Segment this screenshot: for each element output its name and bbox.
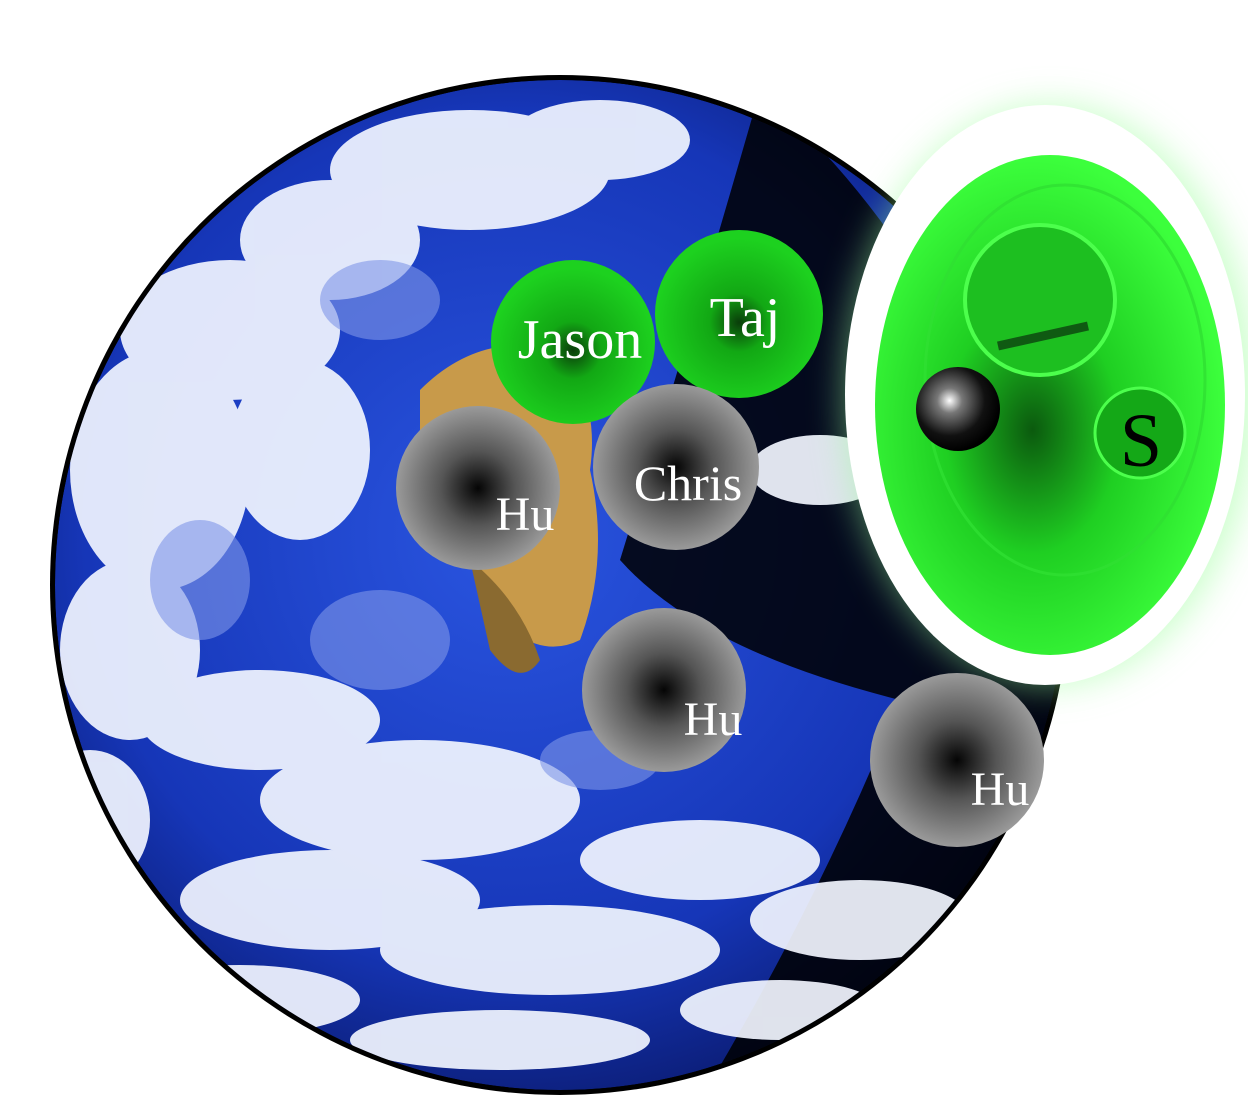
black-sphere-icon[interactable] [916,367,1000,451]
enemy-token-chris[interactable]: Chris [593,384,759,550]
porthole-icon [963,223,1117,377]
enemy-label-chris: Chris [634,455,742,511]
enemy-token-hu-2[interactable]: Hu [582,608,746,772]
player-label-jason: Jason [518,309,642,371]
enemy-label-hu-1: Hu [496,488,555,541]
player-token-taj[interactable]: Taj [655,230,823,398]
ship-badge [1093,386,1187,480]
enemy-token-hu-1[interactable]: Hu [396,406,560,570]
player-token-jason[interactable]: Jason [491,260,655,424]
enemy-token-hu-3[interactable]: Hu [870,673,1044,847]
enemy-label-hu-3: Hu [971,763,1030,816]
enemy-label-hu-2: Hu [684,693,743,746]
green-pod-ship-icon[interactable]: S [845,105,1248,685]
ship-letter: S [1120,399,1162,483]
slot-icon [997,321,1089,351]
player-label-taj: Taj [710,287,781,349]
